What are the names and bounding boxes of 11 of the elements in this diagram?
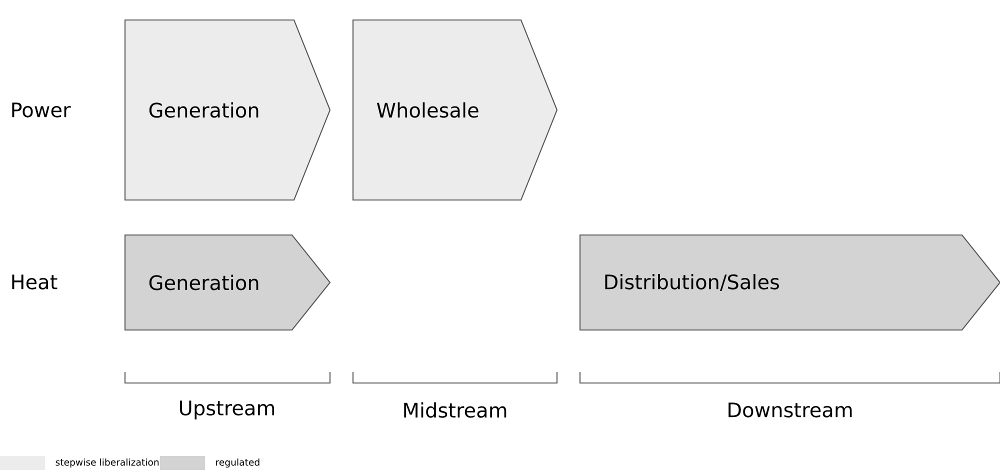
row-label: Heat	[12, 274, 58, 290]
chevron-box: Generation	[124, 19, 331, 201]
segment-label: Midstream	[404, 402, 506, 418]
chevron-box: Distribution/Sales	[579, 234, 1000, 331]
segment-label: Upstream	[180, 400, 274, 420]
chevron-box: Generation	[124, 234, 331, 331]
row-label: Power	[12, 102, 71, 118]
chevron-box: Wholesale	[352, 19, 558, 201]
legend-label: regulated	[216, 458, 260, 468]
segment-label: Downstream	[728, 402, 852, 418]
legend-label: stepwise liberalization	[56, 458, 159, 468]
